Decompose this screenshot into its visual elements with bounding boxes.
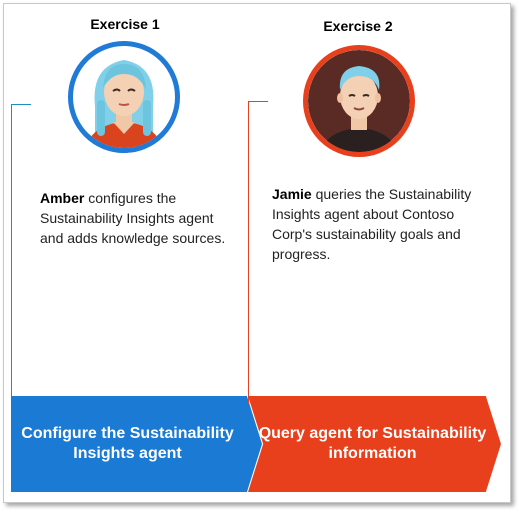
configure-agent-arrow: Configure the Sustainability Insights ag… <box>11 396 262 492</box>
exercise-2-description-text: queries the Sustainability Insights agen… <box>272 186 472 262</box>
exercise-1-title: Exercise 1 <box>90 16 160 32</box>
exercise-2-description: Jamie queries the Sustainability Insight… <box>272 184 487 264</box>
amber-avatar-icon <box>68 41 180 153</box>
query-agent-label: Query agent for Sustainability informati… <box>258 425 487 462</box>
exercise-1-description: Amber configures the Sustainability Insi… <box>40 188 240 248</box>
exercise-2-title: Exercise 2 <box>323 18 393 34</box>
query-agent-arrow: Query agent for Sustainability informati… <box>248 396 501 492</box>
exercise-1-bracket <box>11 104 31 404</box>
jamie-name: Jamie <box>272 186 312 202</box>
configure-agent-label: Configure the Sustainability Insights ag… <box>21 425 234 462</box>
exercise-1-description-text: configures the Sustainability Insights a… <box>40 190 226 246</box>
jamie-avatar-icon <box>303 45 415 157</box>
exercise-2-bracket <box>248 101 268 404</box>
amber-name: Amber <box>40 190 85 206</box>
